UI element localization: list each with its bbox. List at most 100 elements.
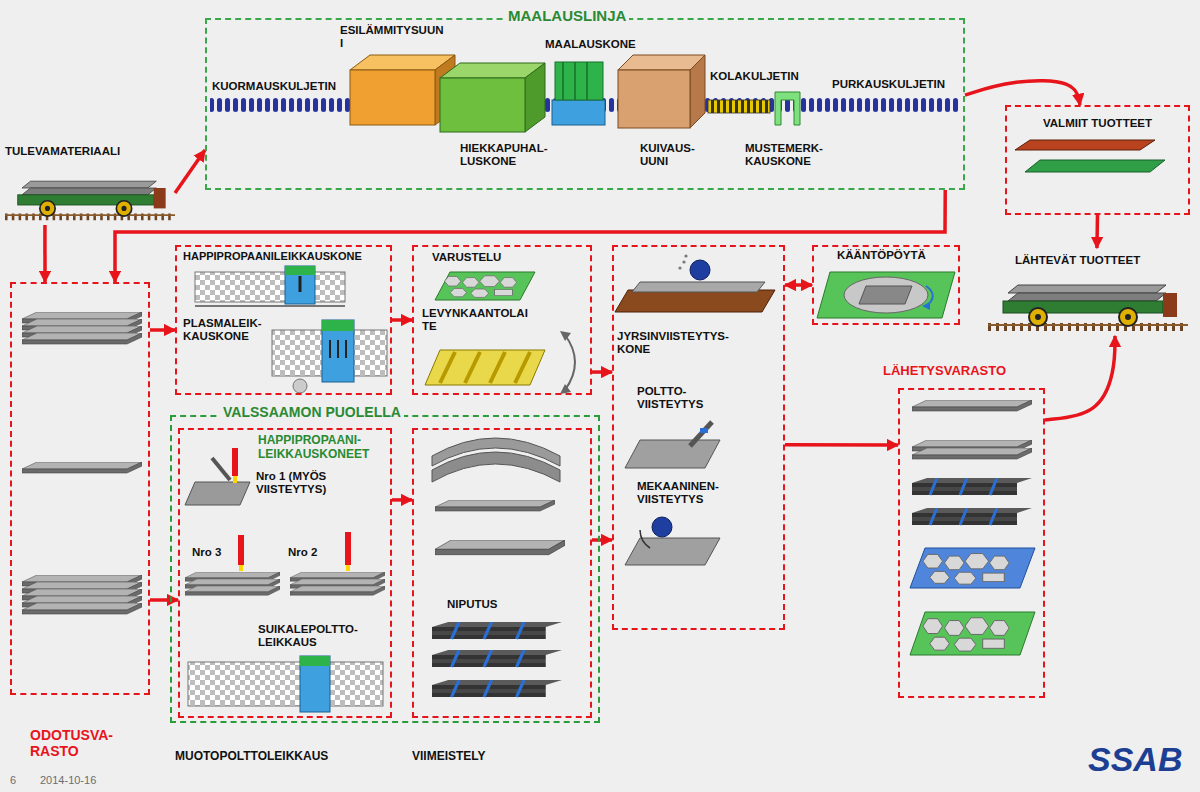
finishing-illustration	[560, 384, 571, 394]
text-slot: SUIKALEPOLTTO- LEIKKAUS	[258, 623, 358, 649]
dispatch-stock-illustration	[912, 448, 1032, 459]
text-slot: Nro 3	[192, 546, 221, 559]
company-logo: SSAB	[1088, 742, 1182, 776]
bevelling-illustration	[684, 254, 687, 257]
node-title: LÄHETYSVARASTO	[883, 364, 1006, 379]
text-slot: MEKAANINEN- VIISTEYTYS	[637, 480, 719, 506]
paint-line-illustration	[440, 78, 525, 132]
column-label: MUOTOPOLTTOLEIKKAUS	[175, 750, 328, 764]
text-slot: NIPUTUS	[447, 598, 497, 611]
node-title: ODOTUSVA- RASTO	[30, 727, 113, 759]
finishing-illustration	[432, 452, 560, 482]
machine-label: POLTTO- VIISTEYTYS	[637, 385, 703, 411]
mill-side-cutting-illustration	[290, 586, 385, 595]
machine-label: HIEKKAPUHAL- LUSKONE	[460, 142, 548, 168]
text-slot: TULEVAMATERIAALI	[5, 145, 120, 158]
paint-line-illustration	[210, 55, 960, 132]
paint-line-illustration	[552, 100, 605, 125]
flow-arrow	[175, 150, 205, 193]
turntable-illustration	[922, 302, 930, 310]
mill-region: VALSSAAMON PUOLELLAHAPPIPROPAANI- LEIKKA…	[170, 415, 600, 723]
node-title: VALMIIT TUOTTEET	[1043, 117, 1152, 130]
bevel-box: JYRSINVIISTEYTYS- KONE POLTTO- VIISTEYTYS…	[612, 245, 785, 630]
mill-side-cutting-illustration	[232, 448, 238, 476]
finishing-illustration	[444, 276, 516, 298]
text-slot: PLASMALEIK- KAUSKONE	[183, 317, 262, 343]
machine-label: Nro 3	[192, 546, 221, 559]
date-label: 2014-10-16	[40, 774, 96, 787]
flow-arrow	[150, 598, 178, 602]
storage-box: ODOTUSVA- RASTO	[10, 282, 150, 695]
cutting-machine-illustration	[195, 266, 387, 393]
machine-label: LEVYNKAANTOLAI TE	[422, 307, 528, 333]
node-title: VALSSAAMON PUOLELLA	[220, 404, 404, 420]
text-slot: SSAB	[1088, 742, 1182, 776]
dispatch-stock-illustration	[912, 400, 1032, 411]
text-slot: MUSTEMERK- KAUSKONE	[745, 142, 823, 168]
text-slot: KUORMAUSKULJETIN	[212, 80, 336, 93]
flow-arrow	[1045, 336, 1115, 420]
text-slot: PURKAUSKULJETIN	[832, 78, 945, 91]
flow-arrow	[1095, 215, 1099, 248]
cutting-machine-illustration	[195, 305, 345, 307]
outgoing-wagon-illustration	[988, 285, 1188, 327]
turntable-illustration	[844, 277, 928, 313]
text-slot: VALSSAAMON PUOLELLA	[220, 404, 404, 420]
paint-line-illustration	[690, 55, 705, 128]
dispatch-stock-illustration	[910, 548, 1035, 588]
paint-line-illustration	[350, 70, 435, 125]
flow-arrow	[592, 370, 612, 374]
text-slot: KUIVAUS- UUNI	[640, 142, 695, 168]
bevelling-illustration	[615, 290, 775, 312]
mill-side-cutting-illustration	[233, 476, 237, 483]
oven-label: ESILÄMMITYSUUN I	[340, 24, 444, 50]
bevelling-illustration	[682, 260, 685, 263]
turntable-box: KÄÄNTÖPÖYTÄ	[812, 245, 960, 325]
machine-label: MAALAUSKONE	[545, 38, 636, 51]
bevelling-illustration	[632, 282, 765, 292]
cutting-machine-illustration	[293, 379, 307, 393]
bevelling-illustration	[690, 260, 710, 280]
mill-side-cutting-illustration	[238, 535, 244, 565]
outgoing-wagon-illustration	[988, 285, 1188, 327]
text-slot: POLTTO- VIISTEYTYS	[637, 385, 703, 411]
flow-arrow	[965, 81, 1080, 105]
text-slot: Nro 2	[288, 546, 317, 559]
finishing-illustration	[435, 500, 555, 511]
bevelling-illustration	[640, 530, 650, 548]
cutting-box: HAPPIPROPAANI- LEIKKAUSKONEETNro 1 (MYÖS…	[178, 428, 392, 718]
flow-arrow	[785, 283, 812, 287]
text-slot: HAPPIPROPAANILEIKKAUSKONE	[183, 250, 362, 263]
node-title: VARUSTELU	[432, 251, 501, 264]
mill-side-cutting-illustration	[300, 656, 330, 712]
waiting-stock-illustration	[22, 333, 142, 344]
text-slot: VALMIIT TUOTTEET	[1043, 117, 1152, 130]
node-title: TULEVAMATERIAALI	[5, 145, 120, 158]
text-slot: JYRSINVIISTEYTYS- KONE	[617, 330, 729, 356]
node-title: LÄHTEVÄT TUOTTEET	[1015, 254, 1140, 267]
turntable-illustration	[859, 286, 912, 304]
dispatch-stock-illustration	[910, 400, 1035, 655]
turntable-illustration	[817, 272, 955, 318]
mill-side-cutting-illustration	[185, 448, 385, 712]
machine-label: PLASMALEIK- KAUSKONE	[183, 317, 262, 343]
machine-label: SUIKALEPOLTTO- LEIKKAUS	[258, 623, 358, 649]
finishing-illustration	[432, 650, 562, 667]
finished-products-illustration	[1015, 140, 1165, 172]
mill-side-cutting-illustration	[188, 662, 383, 706]
finishing-illustration	[435, 272, 535, 300]
flow-arrow	[150, 328, 175, 332]
cutting-machine-illustration	[285, 266, 315, 304]
cutting-machine-illustration	[285, 266, 315, 275]
product-box: VALMIIT TUOTTEET	[1005, 105, 1190, 215]
dispatch-stock-illustration	[910, 612, 1035, 655]
text-slot: HAPPIPROPAANI- LEIKKAUSKONEET	[258, 434, 369, 462]
node-title: HAPPIPROPAANI- LEIKKAUSKONEET	[258, 434, 369, 462]
cutting-machine-illustration	[322, 320, 354, 382]
text-slot: LEVYNKAANTOLAI TE	[422, 307, 528, 333]
flow-arrow	[115, 190, 945, 282]
bevelling-illustration	[678, 266, 681, 269]
finishing-box: VARUSTELU LEVYNKAANTOLAI TE	[412, 245, 592, 395]
